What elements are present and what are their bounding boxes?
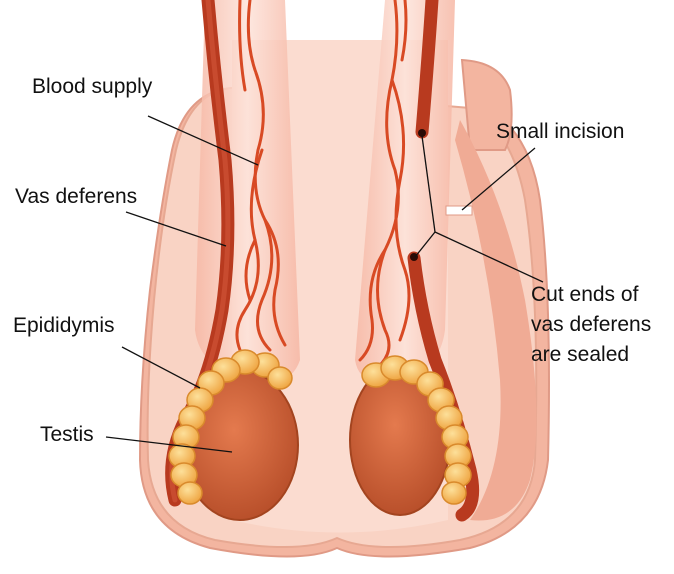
label-small-incision: Small incision — [496, 120, 624, 143]
label-cut-ends-line2: vas deferens — [531, 313, 651, 336]
label-vas-deferens: Vas deferens — [15, 185, 137, 208]
label-cut-ends-line1: Cut ends of — [531, 283, 639, 306]
right-vas-upper-cut-end — [418, 129, 426, 137]
label-cut-ends-line3: are sealed — [531, 343, 629, 366]
label-blood-supply: Blood supply — [32, 75, 153, 98]
incision-mark — [446, 206, 472, 215]
label-testis: Testis — [40, 423, 94, 446]
label-epididymis: Epididymis — [13, 314, 115, 337]
